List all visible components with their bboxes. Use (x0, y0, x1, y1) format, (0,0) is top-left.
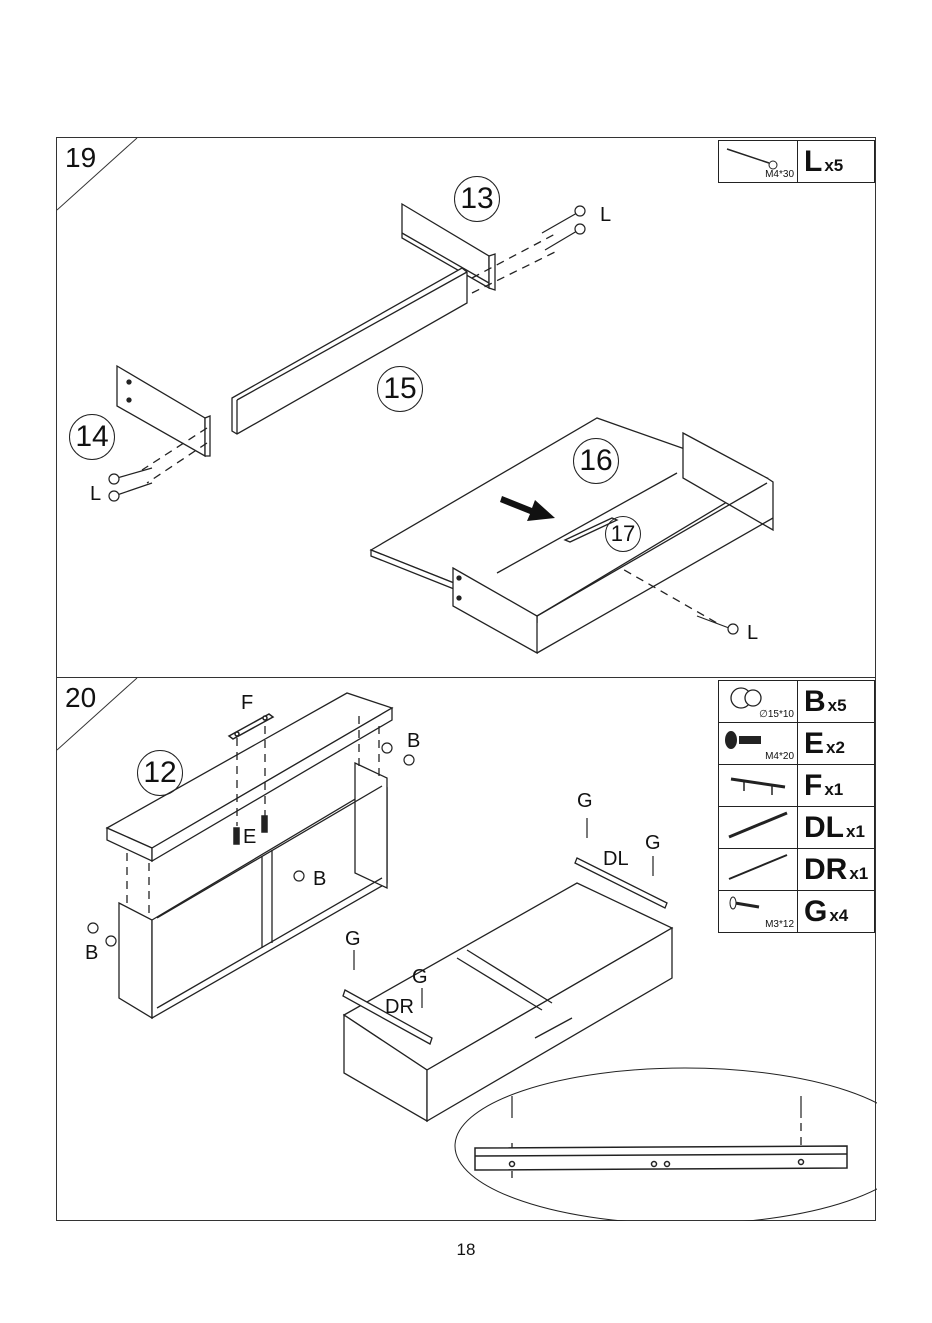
label-b: B (407, 730, 420, 753)
hardware-icon-cell: M4*20 (719, 723, 798, 765)
hardware-icon-cell (719, 849, 798, 891)
callout-17: 17 (605, 516, 641, 552)
hardware-code: G (804, 895, 827, 928)
drawer-runner-left-icon (719, 807, 797, 843)
board-15 (232, 268, 467, 434)
label-b: B (313, 868, 326, 891)
label-g: G (645, 832, 661, 855)
step-number: 20 (65, 682, 96, 714)
detail-ellipse (455, 1068, 877, 1221)
hardware-code: E (804, 727, 824, 760)
hardware-size: M4*30 (765, 169, 794, 180)
hardware-icon-cell: ∅15*10 (719, 681, 798, 723)
label-e: E (243, 826, 256, 849)
hardware-qty: x1 (824, 780, 843, 799)
hardware-icon-cell (719, 765, 798, 807)
hardware-qty: x5 (828, 696, 847, 715)
board-14 (117, 366, 210, 456)
label-g: G (577, 790, 593, 813)
label-f: F (241, 692, 253, 715)
drawer-runner-right-icon (719, 849, 797, 885)
hardware-size: M3*12 (765, 919, 794, 930)
label-b: B (85, 942, 98, 965)
callout-14: 14 (69, 414, 115, 460)
hardware-qty: x2 (826, 738, 845, 757)
runner-detail (475, 1146, 847, 1170)
hardware-size: M4*20 (765, 751, 794, 762)
handle-icon (719, 765, 797, 801)
callout-12: 12 (137, 750, 183, 796)
label-g: G (412, 966, 428, 989)
callout-13: 13 (454, 176, 500, 222)
step-number: 19 (65, 142, 96, 174)
label-g: G (345, 928, 361, 951)
label-l: L (600, 204, 611, 227)
hardware-qty: x4 (829, 906, 848, 925)
callout-16: 16 (573, 438, 619, 484)
page-number: 18 (0, 1240, 932, 1260)
handle-f (229, 714, 273, 739)
hardware-qty: x1 (846, 822, 865, 841)
hardware-qty: x5 (824, 156, 843, 175)
hardware-size: ∅15*10 (759, 709, 794, 720)
hardware-icon-cell: M4*30 (719, 141, 798, 183)
hardware-code: B (804, 685, 826, 718)
hardware-code: DL (804, 811, 844, 844)
label-dl: DL (603, 848, 629, 871)
label-l: L (90, 483, 101, 506)
hardware-qty: x1 (849, 864, 868, 883)
hardware-icon-cell: M3*12 (719, 891, 798, 933)
hardware-icon-cell (719, 807, 798, 849)
hardware-code: L (804, 145, 822, 178)
hardware-code: DR (804, 853, 847, 886)
hardware-code: F (804, 769, 822, 802)
label-dr: DR (385, 996, 414, 1019)
callout-15: 15 (377, 366, 423, 412)
label-l: L (747, 622, 758, 645)
board-16 (371, 418, 773, 653)
